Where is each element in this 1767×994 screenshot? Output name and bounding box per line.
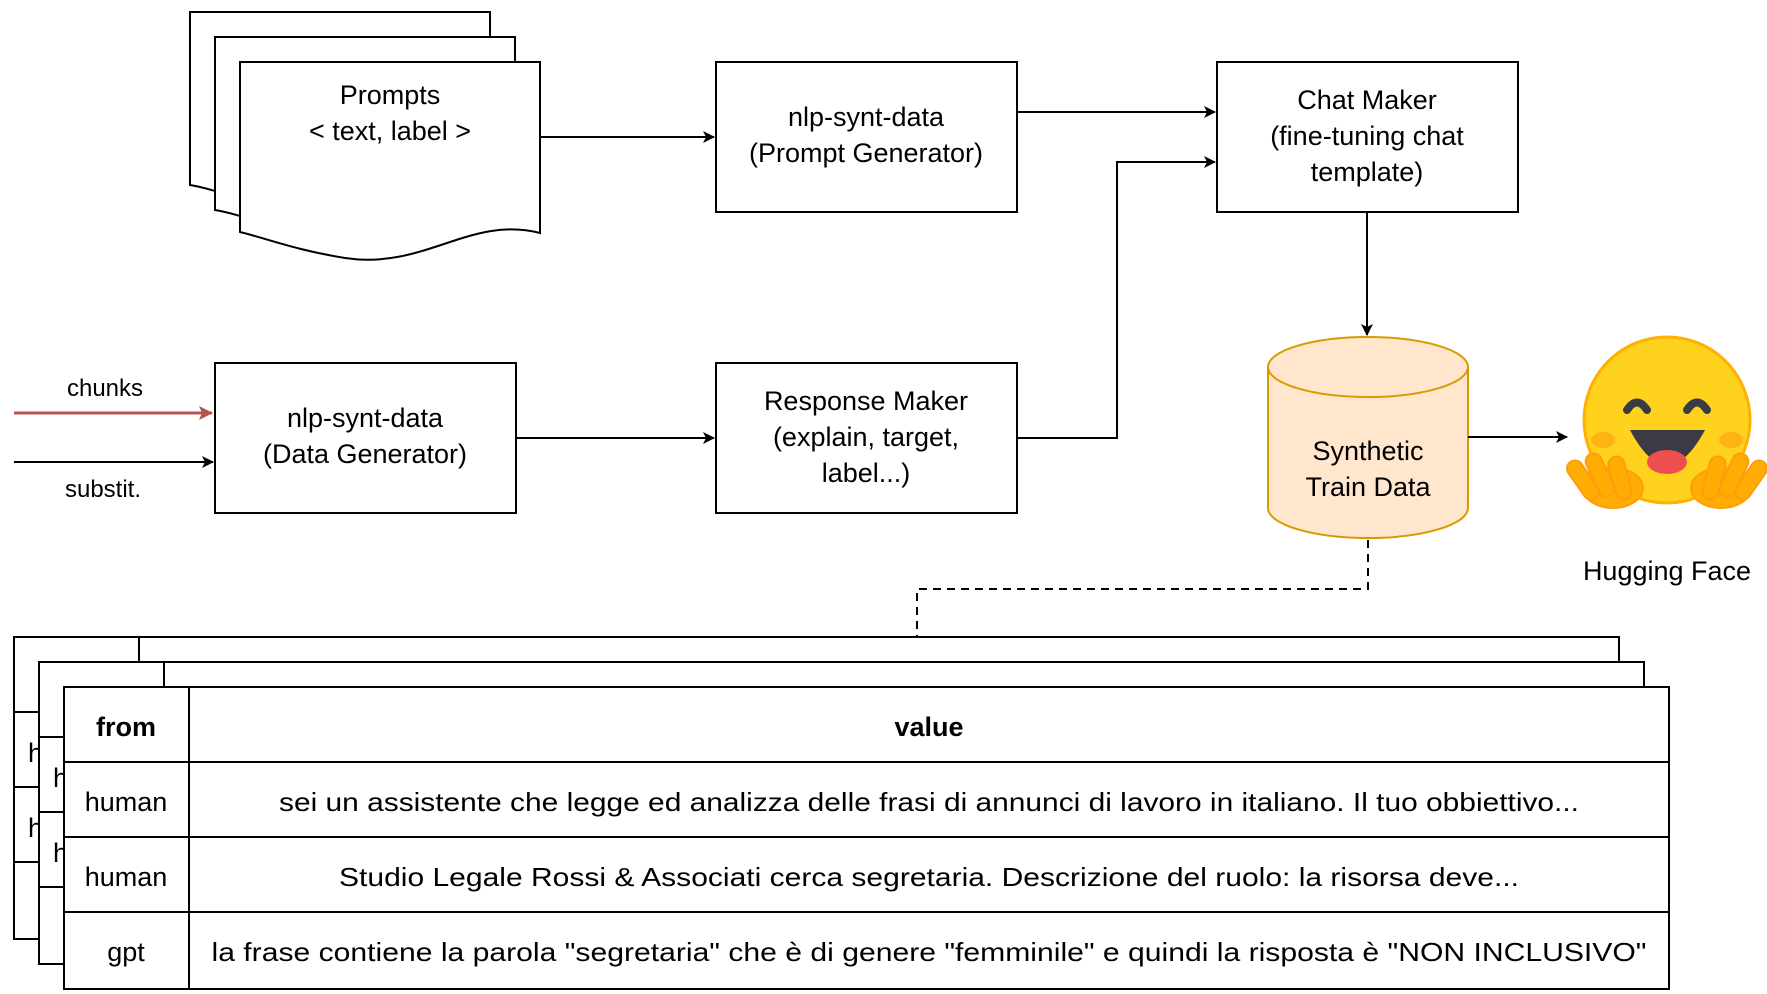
table-row-3-value: la frase contiene la parola "segretaria"… — [212, 937, 1647, 967]
data-generator-name: nlp-synt-data — [287, 403, 444, 433]
synthetic-data-label-1: Synthetic — [1312, 436, 1423, 466]
conversation-table: from value human sei un assistente che l… — [63, 686, 1670, 990]
prompts-document — [239, 61, 541, 261]
dashed-connector — [916, 540, 1369, 637]
prompts-document-stack: Prompts < text, label > — [189, 11, 541, 261]
arrow-response-to-chatmaker — [1017, 156, 1216, 439]
substit-label: substit. — [65, 476, 141, 503]
response-maker-desc-2: label...) — [822, 458, 911, 488]
data-generator-role: (Data Generator) — [263, 439, 467, 469]
table-header-from: from — [96, 712, 156, 742]
response-maker-title: Response Maker — [764, 386, 968, 416]
chat-maker-desc-2: template) — [1311, 157, 1424, 187]
hugging-face-emoji-icon — [1565, 335, 1767, 509]
chat-maker-box: Chat Maker (fine-tuning chat template) — [1216, 61, 1519, 213]
table-row-3-from: gpt — [107, 937, 145, 967]
synthetic-train-data-cylinder: Synthetic Train Data — [1267, 336, 1469, 539]
prompt-generator-box: nlp-synt-data (Prompt Generator) — [715, 61, 1018, 213]
chat-maker-desc-1: (fine-tuning chat — [1270, 121, 1464, 151]
table-row-1-from: human — [85, 787, 168, 817]
chat-maker-title: Chat Maker — [1297, 85, 1437, 115]
response-maker-desc-1: (explain, target, — [773, 422, 959, 452]
response-maker-box: Response Maker (explain, target, label..… — [715, 362, 1018, 514]
table-header-value: value — [894, 712, 963, 742]
prompt-generator-name: nlp-synt-data — [788, 102, 945, 132]
prompt-generator-role: (Prompt Generator) — [749, 138, 983, 168]
hugging-face-label: Hugging Face — [1583, 556, 1751, 586]
table-row-2-value: Studio Legale Rossi & Associati cerca se… — [339, 862, 1519, 892]
prompts-title: Prompts — [340, 80, 441, 110]
prompts-subtitle: < text, label > — [309, 116, 471, 146]
table-row-1-value: sei un assistente che legge ed analizza … — [279, 787, 1579, 817]
data-generator-box: nlp-synt-data (Data Generator) — [214, 362, 517, 514]
synthetic-data-label-2: Train Data — [1305, 472, 1431, 502]
table-row-2-from: human — [85, 862, 168, 892]
chunks-label: chunks — [67, 375, 143, 402]
